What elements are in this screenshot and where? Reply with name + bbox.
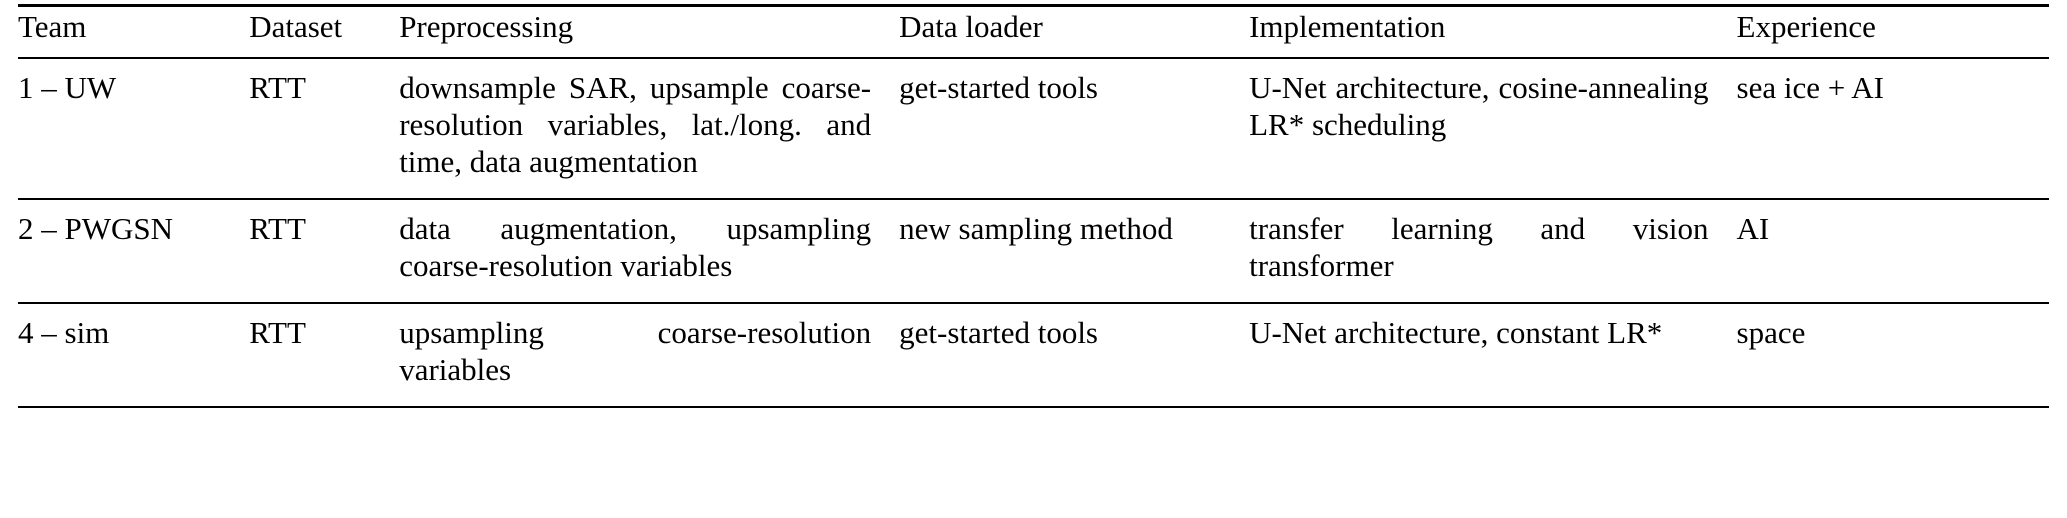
cell-implementation: transfer learning and vision transformer <box>1249 198 1737 303</box>
cell-experience-value: space <box>1736 315 1806 350</box>
column-header-implementation: Implementation <box>1249 0 1737 59</box>
cell-implementation: U-Net architecture, constant LR* <box>1249 302 1737 408</box>
cell-team-value: 2 – PWGSN <box>18 211 174 246</box>
table-body: 1 – UW RTT downsample SAR, upsample coar… <box>18 58 2049 408</box>
table-row: 1 – UW RTT downsample SAR, upsample coar… <box>18 58 2049 199</box>
column-header-preprocessing-label: Preprocessing <box>399 9 574 44</box>
cell-dataset: RTT <box>249 302 400 408</box>
cell-preprocessing-value: downsample SAR, upsample coarse-resoluti… <box>399 70 872 179</box>
column-header-team-label: Team <box>18 9 87 44</box>
teams-table: Team Dataset Preprocessing Data loader I… <box>18 0 2049 408</box>
cell-experience: AI <box>1736 198 2049 303</box>
cell-data-loader-value: get-started tools <box>899 70 1098 105</box>
cell-team: 2 – PWGSN <box>18 198 250 303</box>
cell-team-value: 1 – UW <box>18 70 117 105</box>
cell-dataset: RTT <box>249 58 399 199</box>
column-header-dataset-label: Dataset <box>249 9 343 44</box>
cell-data-loader: get-started tools <box>899 58 1249 199</box>
column-header-team: Team <box>18 0 250 59</box>
cell-implementation-value: transfer learning and vision transformer <box>1249 211 1709 283</box>
cell-dataset: RTT <box>249 198 400 303</box>
cell-experience: sea ice + AI <box>1737 58 2049 199</box>
column-header-implementation-label: Implementation <box>1249 9 1446 44</box>
cell-experience: space <box>1736 302 2049 408</box>
table-row: 2 – PWGSN RTT data augmentation, upsampl… <box>18 198 2049 303</box>
cell-preprocessing-value: data augmentation, upsampling coarse-res… <box>399 211 872 283</box>
cell-team-value: 4 – sim <box>18 315 110 350</box>
cell-preprocessing: upsampling coarse-resolution variables <box>399 302 900 408</box>
cell-team: 1 – UW <box>18 58 249 199</box>
cell-preprocessing: data augmentation, upsampling coarse-res… <box>399 198 900 303</box>
cell-team: 4 – sim <box>18 302 250 408</box>
column-header-preprocessing: Preprocessing <box>399 0 900 59</box>
cell-dataset-value: RTT <box>249 70 306 105</box>
cell-implementation-value: U-Net architecture, cosine-annealing LR*… <box>1249 70 1709 142</box>
cell-experience-value: sea ice + AI <box>1736 70 1884 105</box>
table-row: 4 – sim RTT upsampling coarse-resolution… <box>18 302 2049 408</box>
column-header-data-loader: Data loader <box>899 0 1250 59</box>
cell-preprocessing: downsample SAR, upsample coarse-resoluti… <box>399 58 899 199</box>
cell-data-loader: new sampling method <box>899 198 1250 303</box>
table-header: Team Dataset Preprocessing Data loader I… <box>18 0 2049 59</box>
table-top-rule <box>18 4 2049 7</box>
column-header-data-loader-label: Data loader <box>899 9 1043 44</box>
cell-experience-value: AI <box>1736 211 1770 246</box>
cell-data-loader: get-started tools <box>899 302 1250 408</box>
column-header-dataset: Dataset <box>249 0 400 59</box>
cell-preprocessing-value: upsampling coarse-resolution variables <box>399 315 872 387</box>
cell-dataset-value: RTT <box>249 315 306 350</box>
column-header-experience-label: Experience <box>1736 9 1876 44</box>
column-header-experience: Experience <box>1736 0 2049 59</box>
cell-data-loader-value: get-started tools <box>899 315 1098 350</box>
cell-data-loader-value: new sampling method <box>899 211 1173 246</box>
cell-implementation-value: U-Net architecture, constant LR* <box>1249 315 1663 350</box>
cell-dataset-value: RTT <box>249 211 306 246</box>
cell-implementation: U-Net architecture, cosine-annealing LR*… <box>1249 58 1736 199</box>
